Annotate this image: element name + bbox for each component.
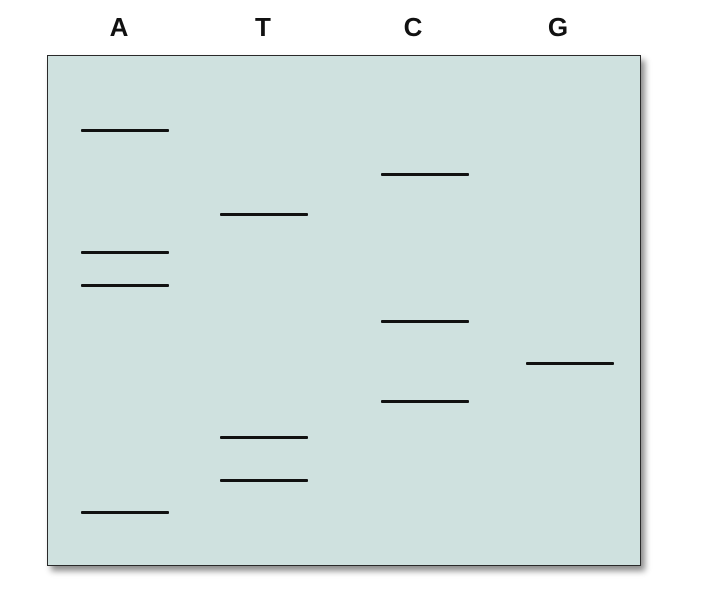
lane-label-t: T — [255, 12, 271, 42]
band-t-3 — [220, 479, 308, 482]
lane-label-a: A — [109, 12, 129, 42]
band-a-4 — [81, 511, 169, 514]
band-g-1 — [526, 362, 614, 365]
band-a-1 — [81, 129, 169, 132]
band-c-3 — [381, 400, 469, 403]
band-a-2 — [81, 251, 169, 254]
lane-label-c: C — [403, 12, 423, 42]
band-c-2 — [381, 320, 469, 323]
sequencing-gel — [47, 55, 641, 566]
band-t-2 — [220, 436, 308, 439]
band-a-3 — [81, 284, 169, 287]
lane-label-g: G — [547, 12, 569, 42]
band-c-1 — [381, 173, 469, 176]
band-t-1 — [220, 213, 308, 216]
